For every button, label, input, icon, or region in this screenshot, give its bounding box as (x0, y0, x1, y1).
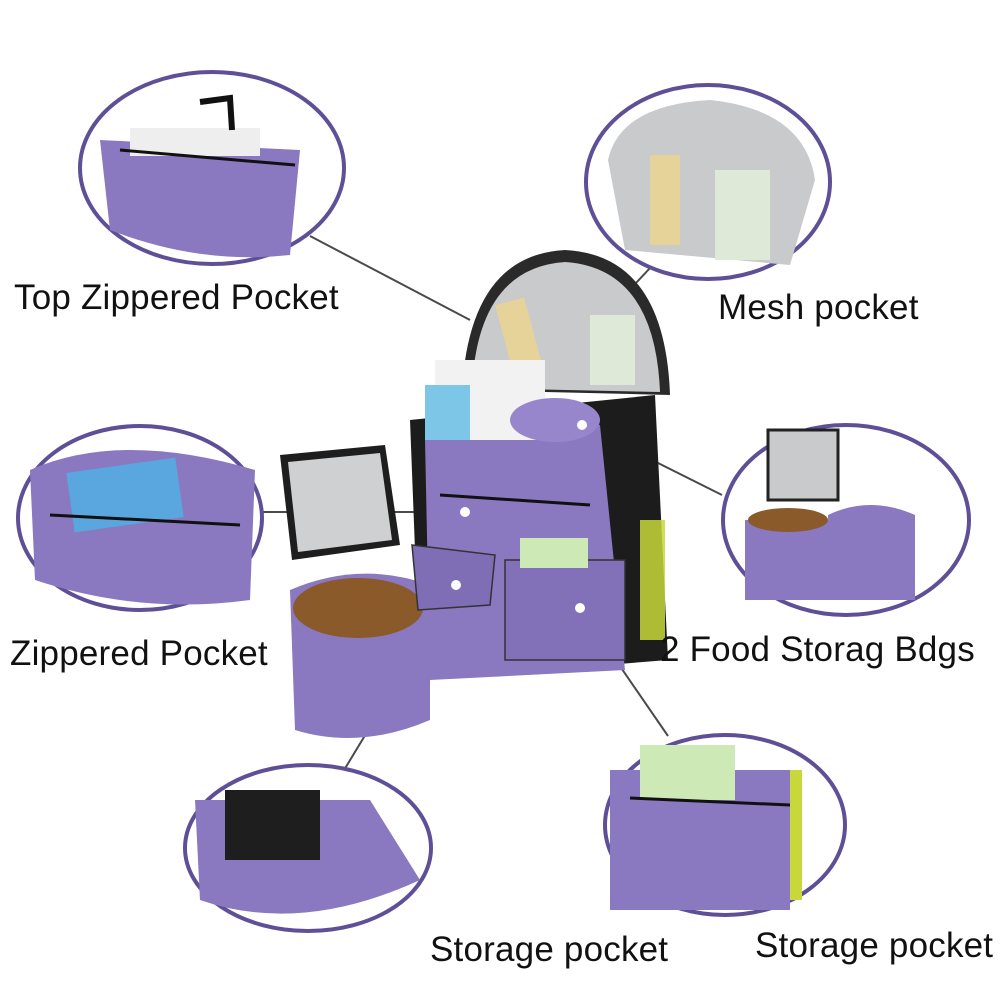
label-storage-pocket-left: Storage pocket (430, 930, 669, 969)
detail-contents (30, 94, 915, 914)
backpack (410, 250, 670, 680)
label-food-storage-bags: 2 Food Storag Bdgs (660, 630, 975, 669)
label-top-zippered-pocket: Top Zippered Pocket (14, 278, 339, 317)
food-storage-bin (280, 445, 496, 738)
label-storage-pocket-right: Storage pocket (755, 926, 994, 965)
label-mesh-pocket: Mesh pocket (718, 288, 919, 327)
label-zippered-pocket: Zippered Pocket (10, 634, 268, 673)
